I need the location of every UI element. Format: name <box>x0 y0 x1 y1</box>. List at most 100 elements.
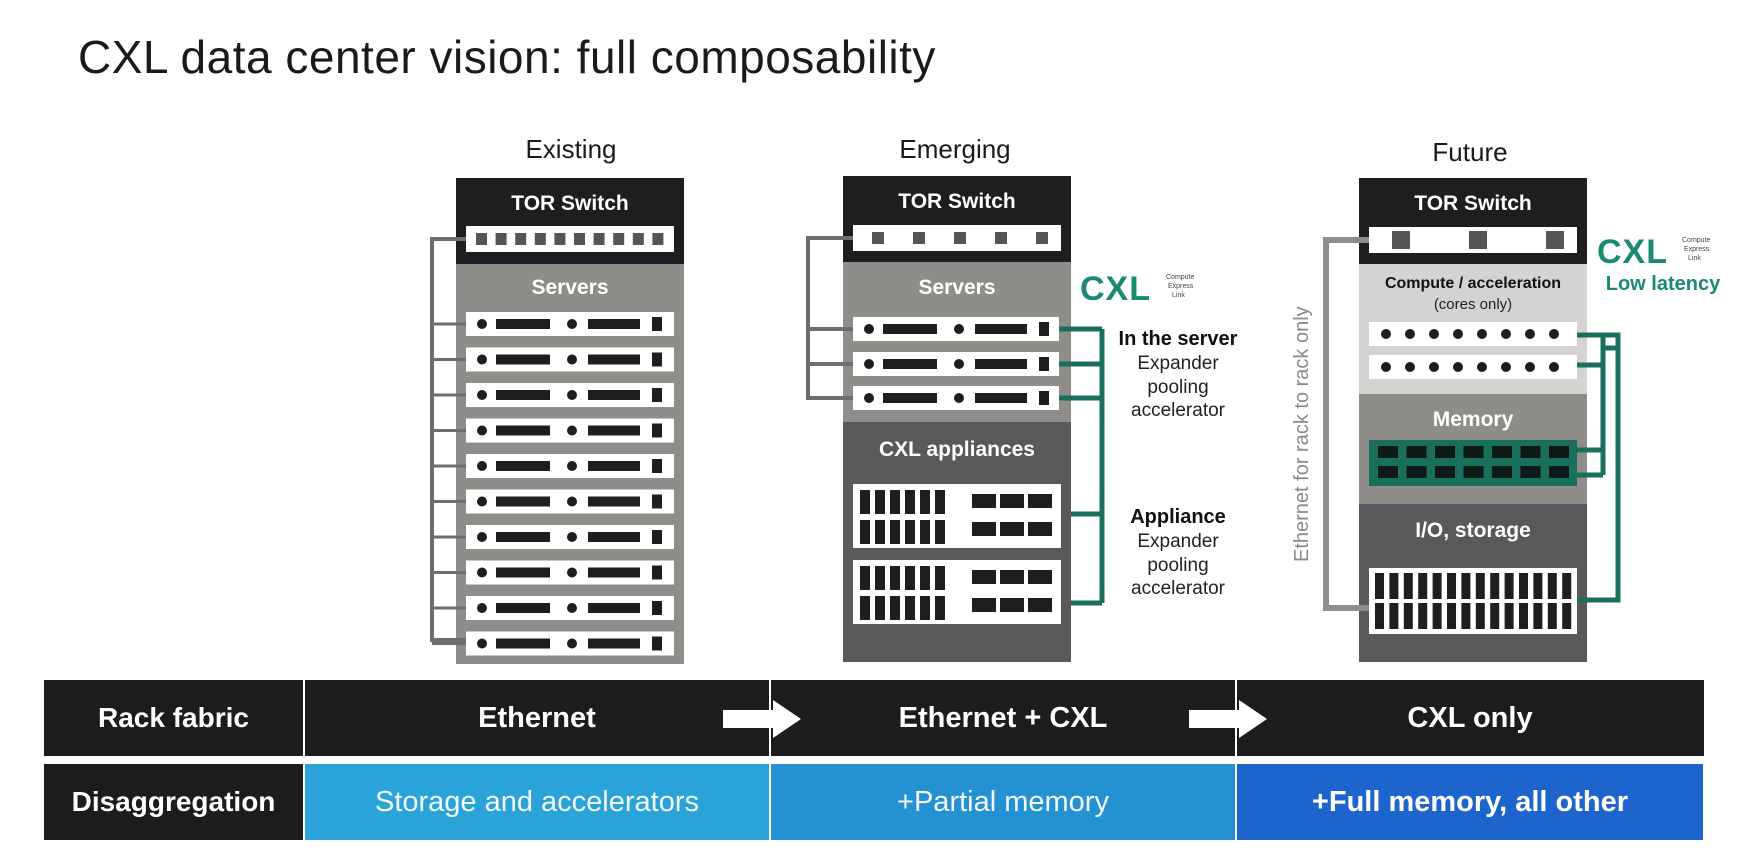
emerging-tor-label: TOR Switch <box>898 190 1015 213</box>
svg-text:In the server: In the server <box>1119 328 1238 350</box>
switch-port <box>652 233 664 245</box>
svg-text:CXL: CXL <box>1597 233 1668 271</box>
storage-drive <box>1475 603 1485 629</box>
svg-text:pooling: pooling <box>1147 377 1208 398</box>
storage-drive <box>1533 573 1543 599</box>
future-rack: TOR Switch Compute / acceleration (cores… <box>1323 178 1621 662</box>
disaggregation-existing: Storage and accelerators <box>305 764 771 840</box>
memory-chip <box>1406 446 1427 458</box>
future-low-latency: Low latency <box>1606 273 1721 295</box>
server-unit <box>466 631 674 656</box>
future-compute-sub: (cores only) <box>1434 296 1512 313</box>
storage-drive <box>1461 573 1471 599</box>
memory-chip <box>1435 446 1455 458</box>
server-unit <box>466 454 674 478</box>
storage-drive <box>1490 603 1500 629</box>
storage-drive <box>1533 603 1543 629</box>
storage-drive <box>1519 573 1528 599</box>
disaggregation-future: +Full memory, all other <box>1237 764 1703 840</box>
svg-text:Compute: Compute <box>1682 237 1711 244</box>
emerging-cxl-logo: CXL Compute Express Link <box>1080 270 1195 308</box>
server-unit <box>853 352 1059 376</box>
cxl-appliance <box>853 484 1061 548</box>
switch-port <box>913 232 925 244</box>
disaggregation-label: Disaggregation <box>44 764 305 840</box>
emerging-switch-ports <box>872 232 1048 244</box>
emerging-heading: Emerging <box>899 134 1010 164</box>
future-heading: Future <box>1432 137 1507 167</box>
storage-drive <box>1403 573 1413 599</box>
svg-text:Expander: Expander <box>1137 353 1219 374</box>
arrow-right-icon <box>723 700 801 738</box>
future-storage-drives <box>1375 573 1572 629</box>
memory-chip <box>1520 466 1541 478</box>
storage-drive <box>1562 573 1572 599</box>
existing-rack: TOR Switch Servers <box>430 178 684 664</box>
switch-port <box>554 233 566 245</box>
svg-text:Link: Link <box>1172 292 1185 299</box>
emerging-appliances <box>853 484 1061 624</box>
switch-port <box>613 233 625 245</box>
emerging-appliances-label: CXL appliances <box>879 438 1035 461</box>
switch-port <box>476 233 487 245</box>
existing-server-cables <box>432 322 466 645</box>
memory-chip <box>1378 446 1398 458</box>
memory-chip <box>1463 446 1484 458</box>
storage-drive <box>1447 603 1456 629</box>
existing-heading: Existing <box>525 134 616 164</box>
server-unit <box>466 560 674 585</box>
storage-drive <box>1418 573 1428 599</box>
storage-drive <box>1461 603 1471 629</box>
svg-text:Appliance: Appliance <box>1130 506 1226 528</box>
storage-drive <box>1375 573 1384 599</box>
storage-drive <box>1504 603 1514 629</box>
storage-drive <box>1389 603 1399 629</box>
svg-text:accelerator: accelerator <box>1131 400 1226 421</box>
rack-fabric-existing: Ethernet <box>305 680 801 756</box>
server-unit <box>466 489 674 514</box>
svg-text:Compute: Compute <box>1166 274 1195 281</box>
storage-drive <box>1519 603 1528 629</box>
memory-chip <box>1378 466 1398 478</box>
future-memory-label: Memory <box>1433 408 1514 431</box>
storage-drive <box>1447 573 1456 599</box>
future-storage-module <box>1369 568 1577 634</box>
emerging-cxl-links <box>1059 326 1105 606</box>
disaggregation-emerging: +Partial memory <box>771 764 1237 840</box>
existing-tor-label: TOR Switch <box>511 192 628 215</box>
memory-chip <box>1463 466 1484 478</box>
storage-drive <box>1403 603 1413 629</box>
storage-drive <box>1562 603 1572 629</box>
future-ethernet-note: Ethernet for rack to rack only <box>1291 306 1313 562</box>
future-io-label: I/O, storage <box>1415 519 1531 542</box>
emerging-server-list <box>853 317 1059 410</box>
memory-chip <box>1549 446 1569 458</box>
future-compute-label: Compute / acceleration <box>1385 275 1561 292</box>
rack-fabric-future: CXL only <box>1407 701 1533 734</box>
arrow-right-icon <box>1189 700 1267 738</box>
memory-chip <box>1549 466 1569 478</box>
switch-port <box>495 233 507 245</box>
memory-chip <box>1492 466 1512 478</box>
svg-text:pooling: pooling <box>1147 555 1208 576</box>
rack-fabric-emerging: Ethernet + CXL <box>771 680 1267 756</box>
emerging-ethernet-cable <box>806 236 853 400</box>
future-cxl-links <box>1577 332 1621 603</box>
switch-port <box>574 233 585 245</box>
svg-text:Expander: Expander <box>1137 531 1219 552</box>
server-unit <box>466 347 674 372</box>
svg-text:Link: Link <box>1688 255 1701 262</box>
future-tor-label: TOR Switch <box>1414 192 1531 215</box>
composability-diagram: Existing TOR Switch Servers Emerging TOR… <box>430 134 1721 664</box>
storage-drive <box>1375 603 1384 629</box>
storage-drive <box>1432 603 1442 629</box>
storage-drive <box>1389 573 1399 599</box>
future-ethernet-cable <box>1323 237 1369 611</box>
storage-drive <box>1547 603 1557 629</box>
memory-chip <box>1406 466 1427 478</box>
switch-port <box>515 233 527 245</box>
storage-drive <box>1490 573 1500 599</box>
emerging-rack: TOR Switch Servers CXL appliances <box>806 176 1105 662</box>
memory-chip <box>1435 466 1455 478</box>
storage-drive <box>1432 573 1442 599</box>
